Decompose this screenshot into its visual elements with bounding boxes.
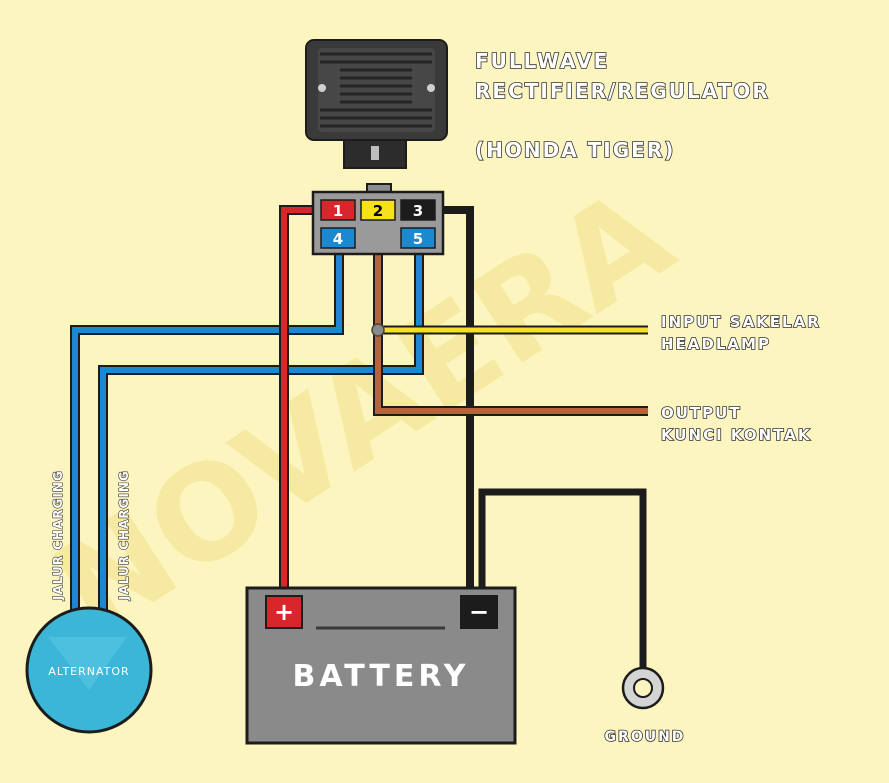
battery: + − BATTERY xyxy=(245,586,517,745)
pin-2 xyxy=(360,199,396,221)
ground-ring-hole xyxy=(633,678,653,698)
alternator-logo-mark xyxy=(48,637,127,690)
output-label-line1: OUTPUT xyxy=(661,404,742,422)
regulator-title-line2: RECTIFIER/REGULATOR xyxy=(475,79,770,103)
regulator-fins xyxy=(320,52,432,128)
wire-red-battery-positive xyxy=(279,205,318,594)
battery-negative-terminal xyxy=(460,595,498,629)
battery-label: BATTERY xyxy=(292,659,469,694)
wire-blue-charging-right xyxy=(98,254,424,615)
alternator-label: ALTERNATOR xyxy=(48,665,129,678)
ground-label: GROUND xyxy=(605,729,686,745)
regulator-unit xyxy=(305,39,448,169)
alternator: ALTERNATOR xyxy=(25,606,153,734)
pin-3 xyxy=(400,199,436,221)
battery-positive-terminal xyxy=(265,595,303,629)
output-label-line2: KUNCI KONTAK xyxy=(661,426,811,444)
wire-brown-output xyxy=(373,254,648,416)
input-label-line2: HEADLAMP xyxy=(661,335,771,353)
wire-black-ground xyxy=(478,488,647,668)
regulator-title-line1: FULLWAVE xyxy=(475,49,609,73)
charging-label-right: JALUR CHARGING xyxy=(117,470,131,601)
wire-blue-charging-left xyxy=(70,254,344,615)
pin-5-label: 5 xyxy=(413,230,423,248)
charging-label-left: JALUR CHARGING xyxy=(51,470,65,601)
battery-plus-sign: + xyxy=(274,598,294,626)
battery-minus-sign: − xyxy=(469,598,489,626)
regulator-subtitle: (HONDA TIGER) xyxy=(475,138,675,162)
pin-2-label: 2 xyxy=(373,202,383,220)
ground-terminal: GROUND xyxy=(604,666,686,746)
connector: 1 2 3 4 5 xyxy=(311,183,445,256)
pin-3-label: 3 xyxy=(413,202,423,220)
pin-5 xyxy=(400,227,436,249)
pin-1 xyxy=(320,199,356,221)
wire-black-battery-negative xyxy=(438,206,474,594)
plug-latch xyxy=(371,146,379,160)
mounting-hole-left xyxy=(318,84,326,92)
pin-4-label: 4 xyxy=(333,230,343,248)
pin-4 xyxy=(320,227,356,249)
mounting-hole-right xyxy=(427,84,435,92)
splice-junction xyxy=(371,323,385,337)
input-label-line1: INPUT SAKELAR xyxy=(661,313,821,331)
pin-1-label: 1 xyxy=(333,202,343,220)
